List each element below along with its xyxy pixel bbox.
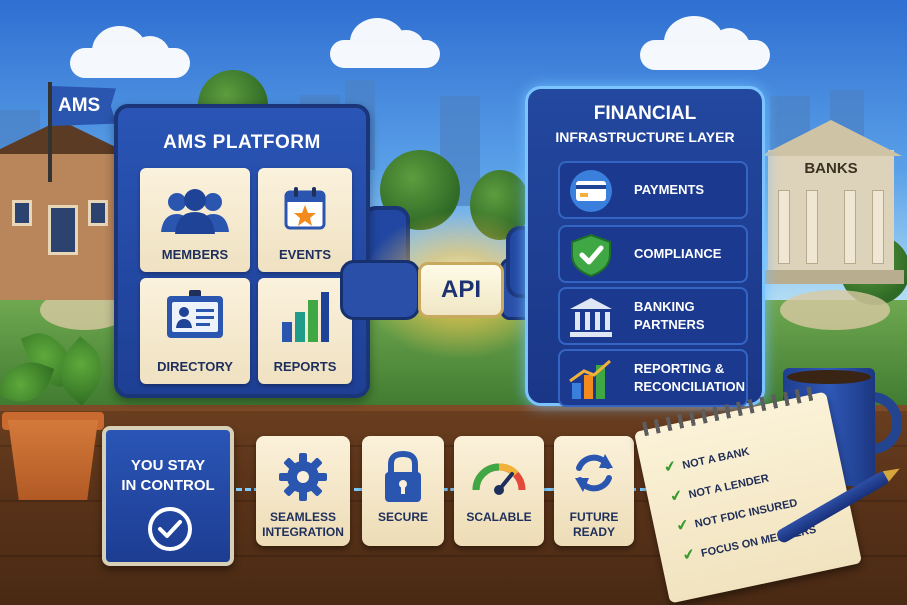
connector-dash [236,488,260,491]
refresh-icon [575,454,613,492]
feature-label-line1: SEAMLESS [269,510,336,524]
notepad-item: ✔NOT A BANK [662,441,751,477]
feature-secure[interactable]: SECURE [362,436,444,546]
bank-building: BANKS [758,120,904,284]
association-building [0,120,130,300]
row-compliance[interactable]: COMPLIANCE [558,225,748,283]
plant-pot [8,420,98,500]
lock-icon [385,450,421,502]
financial-infrastructure-panel: FINANCIAL INFRASTRUCTURE LAYER PAYMENTS … [525,86,765,407]
connector-dash [544,488,556,491]
row-label: COMPLIANCE [634,227,721,281]
check-icon: ✔ [681,545,697,565]
feature-label-line2: INTEGRATION [262,525,344,539]
financial-title: FINANCIAL [593,103,697,124]
gear-icon [279,453,327,501]
walkway [780,290,890,330]
check-icon: ✔ [668,486,685,506]
ams-platform-title: AMS PLATFORM [163,132,321,153]
feature-label-line2: READY [572,525,615,539]
bank-label: BANKS [804,160,858,177]
connector-dash [630,488,646,491]
row-label-line1: COMPLIANCE [634,246,722,261]
tile-label: REPORTS [273,359,337,374]
row-payments[interactable]: PAYMENTS [558,161,748,219]
row-label-line2: PARTNERS [634,317,705,332]
gauge-icon [472,463,526,495]
api-label: API [440,276,481,303]
row-reporting-reconciliation[interactable]: REPORTING & RECONCILIATION [558,349,748,407]
tile-directory[interactable]: DIRECTORY [140,278,250,384]
feature-scalable[interactable]: SCALABLE [454,436,544,546]
tile-label: MEMBERS [161,247,229,262]
control-label-line1: YOU STAY [130,457,206,474]
row-label: PAYMENTS [634,163,704,217]
flagpole [48,82,52,182]
calendar-star-icon [284,187,326,230]
tile-label: EVENTS [278,247,331,262]
row-label-line2: RECONCILIATION [634,379,745,394]
feature-future-ready[interactable]: FUTURE READY [554,436,634,546]
bank-building-icon [570,298,612,337]
notepad-item-text: NOT A BANK [681,445,751,472]
connector-dash [442,488,456,491]
flag-label: AMS [58,95,101,116]
ams-platform-panel: AMS PLATFORM MEMBERS EVENTS [114,104,370,398]
feature-label: SECURE [362,510,444,525]
feature-label: SCALABLE [454,510,544,525]
api-connector[interactable]: API [418,262,504,318]
check-circle-icon [148,507,192,551]
feature-label: SEAMLESS INTEGRATION [256,510,350,540]
check-icon: ✔ [662,457,679,477]
cloud [70,26,190,78]
row-label-line1: BANKING [634,299,695,314]
credit-card-icon [570,170,612,212]
control-label-line2: IN CONTROL [121,477,215,494]
chart-growth-icon [569,359,611,399]
mug-handle [868,392,902,454]
members-icon [161,189,229,234]
tile-events[interactable]: EVENTS [258,168,352,272]
tile-label: DIRECTORY [157,359,233,374]
notepad-item-text: NOT A LENDER [687,472,770,502]
ams-flag: AMS [52,86,116,126]
row-banking-partners[interactable]: BANKING PARTNERS [558,287,748,345]
row-label: BANKING PARTNERS [634,289,705,343]
row-label-line1: REPORTING & [634,361,725,376]
check-icon: ✔ [674,516,691,536]
feature-label-line1: SECURE [377,510,428,524]
api-plug-left [340,260,420,320]
row-label: REPORTING & RECONCILIATION [634,351,745,405]
tile-members[interactable]: MEMBERS [140,168,250,272]
connector-dash [354,488,364,491]
feature-seamless-integration[interactable]: SEAMLESS INTEGRATION [256,436,350,546]
row-label-line1: PAYMENTS [634,182,705,197]
financial-subtitle: INFRASTRUCTURE LAYER [555,129,735,145]
feature-label-line1: FUTURE [569,510,619,524]
bar-chart-icon [282,292,329,342]
cloud [640,16,770,70]
feature-label-line1: SCALABLE [466,510,532,524]
feature-label: FUTURE READY [554,510,634,540]
cloud [330,18,440,68]
shield-check-icon [571,233,611,277]
control-label: YOU STAY IN CONTROL [106,456,230,496]
you-stay-in-control-card[interactable]: YOU STAY IN CONTROL [102,426,234,566]
id-badge-icon [167,290,223,338]
tile-reports[interactable]: REPORTS [258,278,352,384]
